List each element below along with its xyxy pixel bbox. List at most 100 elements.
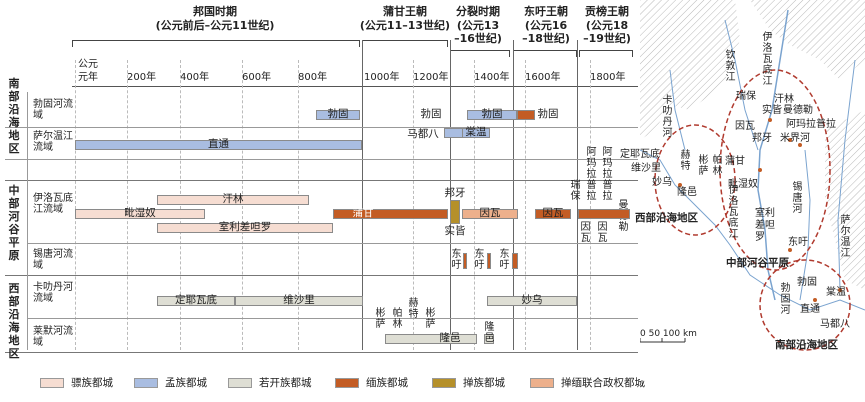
period-divider-2 [450,40,451,350]
region-central: 中部河谷平原 [8,184,20,262]
period-range-2: (公元11–13世纪) [359,19,451,32]
region-west: 西部沿海地区 [8,282,20,360]
river-kaladan: 卡叻丹河流域 [33,282,73,304]
label-inwa-2: 因瓦 [542,207,564,219]
label-martaban: 马都八 [407,128,439,140]
period-bracket-2 [362,40,448,47]
map-river-kaladan [669,69,686,151]
map-region-south [759,259,851,351]
map-label-thaton: 直通 [800,304,820,315]
map-label-south-region: 南部沿海地区 [775,339,838,351]
map-label-parin: 帕林 [712,155,723,177]
map-label-pyay: 毗湿奴 [728,179,758,190]
period-title-1: 邦国时期 [193,5,237,18]
legend-pyu: 骠族都城 [40,375,113,390]
label-amara-1: 阿玛拉普拉 [586,147,597,202]
map-hatch-west [640,0,740,140]
period-range-3b: –16世纪) [454,32,502,45]
river-sittaung: 锡唐河流域 [33,249,73,271]
axis-era-label: 公元 [78,59,98,70]
legend-label-coalition: 掸缅联合政权都城 [561,377,645,389]
axis-tick-1000: 1000年 [364,72,400,83]
legend-swatch-pyu [40,377,64,388]
map-label-bagan: 蒲甘 [725,156,745,167]
label-col-sep [27,92,28,350]
label-inwa-1: 因瓦 [479,207,501,219]
grid-line-200 [127,60,128,350]
legend-label-rakhine: 若开族都城 [259,377,312,389]
bar-lemro-capitals [385,334,477,344]
label-toungoo-1: 东吁 [451,249,462,271]
bar-vesali [235,296,363,306]
label-sagaing: 实皆 [444,225,466,237]
label-moulmein: 棠温 [465,126,487,138]
label-bago-3: 勃固 [481,108,503,120]
legend-swatch-coalition [530,377,554,388]
grid-line-0 [75,60,76,350]
map-label-vesali: 维沙里 [631,163,661,174]
period-range-5b: –19世纪) [583,32,631,45]
bar-bangya [450,200,460,224]
bar-mrauku [487,296,577,306]
row-sep-7 [5,352,638,353]
period-range-5a: (公元18 [585,19,629,32]
map-river-chindwin [724,19,759,151]
grid-line-1600 [525,60,526,350]
map-label-sagaing: 实皆 [762,105,782,116]
row-sep-3 [5,180,638,181]
label-dhanya: 定耶瓦底 [175,294,217,306]
bar-thaton [75,140,362,150]
map-label-toungoo: 东吁 [788,237,808,248]
period-title-4: 东吁王朝 [524,5,568,18]
period-divider-1 [362,40,363,350]
map-region-west [654,124,736,236]
label-toungoo-2: 东吁 [474,249,485,271]
label-sri: 室利差呾罗 [218,221,272,233]
row-sep-1 [5,127,638,128]
label-toungoo-3: 东吁 [499,249,510,271]
map-label-dhanya: 定耶瓦底 [620,149,660,160]
map-hatch-north [750,0,865,80]
label-bago-4: 勃固 [537,108,559,120]
legend-rakhine: 若开族都城 [228,375,312,390]
axis-tick-200: 200年 [127,72,157,83]
label-halin: 汗林 [222,193,244,205]
legend-swatch-rakhine [228,377,252,388]
label-inwa-4: 因瓦 [597,222,608,244]
axis-tick-400: 400年 [180,72,210,83]
period-range-3a: (公元13 [456,19,500,32]
legend-label-burman: 缅族都城 [366,377,408,389]
map-label-moulmein: 棠温 [826,287,846,298]
legend-mon: 孟族都城 [134,375,207,390]
map-label-inwa: 因瓦 [735,121,755,132]
axis-tick-1800: 1800年 [590,72,626,83]
river-bago: 勃固河流域 [33,99,73,121]
row-sep-4 [28,243,638,244]
river-lemro: 莱默河流域 [33,326,73,348]
grid-line-400 [180,60,181,350]
row-sep-6 [28,318,638,319]
bar-inwa-burman [535,209,571,219]
map-terrain [640,0,865,380]
bar-bago-3 [467,110,517,120]
legend-swatch-burman [335,377,359,388]
period-range-4b: –18世纪) [522,32,570,45]
label-parin: 帕林 [392,308,403,330]
period-range-4a: (公元16 [524,19,568,32]
map-label-bangya: 邦牙 [752,133,772,144]
bar-konbaung [578,209,630,219]
region-south: 南部沿海地区 [8,77,20,155]
bar-toungoo-1 [463,253,467,269]
bar-bago-burman [517,110,535,120]
axis-tick-1400: 1400年 [474,72,510,83]
map-label-chindwin: 钦敦江 [725,50,736,83]
map-panel: 卡叻丹河 定耶瓦底 维沙里 妙乌 赫特 彬萨 帕林 隆邑 西部沿海地区 钦敦江 … [620,0,865,380]
bar-inwa-coalition [462,209,518,219]
map-label-myitnge: 米界河 [780,133,810,144]
bar-sri [157,223,333,233]
label-inwa-3: 因瓦 [580,222,591,244]
label-pinsa-2: 彬萨 [425,308,436,330]
label-thaton: 直通 [208,138,229,150]
label-shwebo: 瑞保 [570,180,581,202]
legend-label-pyu: 骠族都城 [71,377,113,389]
